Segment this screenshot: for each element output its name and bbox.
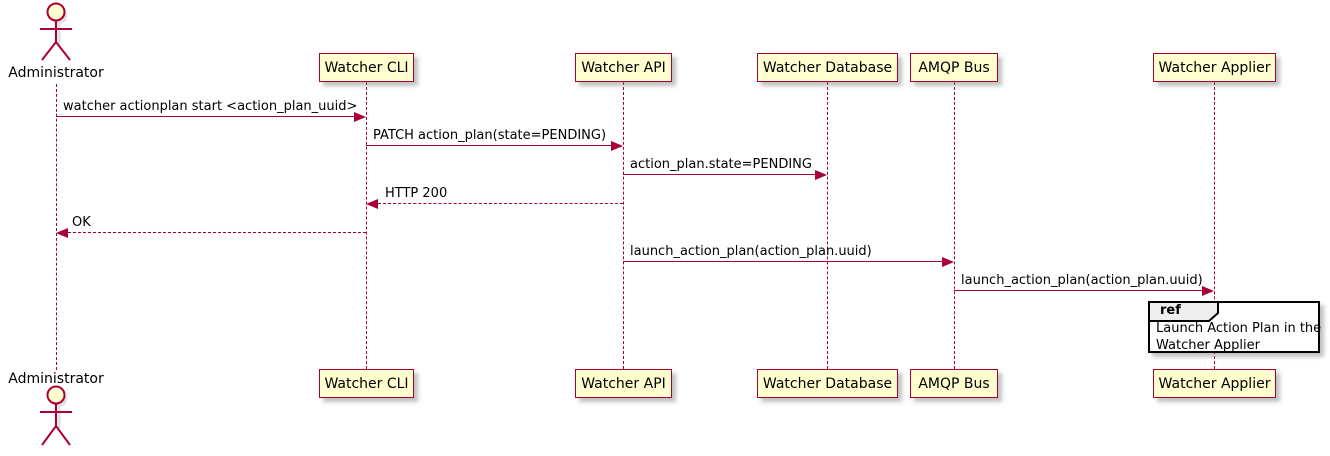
- lifeline-watcher-api: [623, 82, 624, 369]
- arrowhead-right-icon: [1202, 286, 1214, 296]
- message-label: launch_action_plan(action_plan.uuid): [630, 244, 872, 259]
- actor-icon: [40, 2, 72, 61]
- lifeline-amqp-bus: [954, 82, 955, 369]
- message-line: [378, 203, 623, 204]
- arrowhead-left-icon: [56, 228, 68, 238]
- arrowhead-right-icon: [942, 257, 954, 267]
- message-line: [954, 290, 1203, 291]
- participant-amqp-bus-bottom: AMQP Bus: [910, 369, 998, 398]
- participant-watcher-api-bottom: Watcher API: [575, 369, 672, 398]
- ref-text-line2: Watcher Applier: [1156, 338, 1260, 353]
- message-label: watcher actionplan start <action_plan_uu…: [63, 99, 358, 114]
- participant-watcher-applier-top: Watcher Applier: [1153, 53, 1276, 82]
- participant-watcher-cli-top: Watcher CLI: [319, 53, 414, 82]
- participant-watcher-cli-bottom: Watcher CLI: [319, 369, 414, 398]
- lifeline-watcher-applier: [1214, 82, 1215, 369]
- message-line: [68, 232, 366, 233]
- ref-keyword: ref: [1160, 303, 1181, 318]
- actor-label-top: Administrator: [8, 65, 104, 81]
- message-label: action_plan.state=PENDING: [630, 157, 812, 172]
- arrowhead-right-icon: [815, 170, 827, 180]
- arrowhead-right-icon: [354, 112, 366, 122]
- message-label: PATCH action_plan(state=PENDING): [373, 128, 607, 143]
- actor-icon-bottom: [40, 385, 72, 446]
- participant-amqp-bus-top: AMQP Bus: [910, 53, 998, 82]
- lifeline-watcher-database: [827, 82, 828, 369]
- participant-watcher-applier-bottom: Watcher Applier: [1153, 369, 1276, 398]
- message-line: [623, 174, 816, 175]
- ref-text-line1: Launch Action Plan in the: [1156, 321, 1322, 336]
- participant-watcher-database-bottom: Watcher Database: [757, 369, 898, 398]
- arrowhead-right-icon: [611, 141, 623, 151]
- message-label: launch_action_plan(action_plan.uuid): [961, 273, 1203, 288]
- arrowhead-left-icon: [366, 199, 378, 209]
- message-line: [366, 145, 612, 146]
- message-label: HTTP 200: [385, 186, 448, 201]
- participant-watcher-database-top: Watcher Database: [757, 53, 898, 82]
- actor-label-bottom: Administrator: [8, 371, 104, 387]
- ref-tab-icon: [1148, 301, 1219, 322]
- ref-text: Launch Action Plan in the Watcher Applie…: [1156, 320, 1321, 354]
- lifeline-administrator: [56, 84, 57, 370]
- participant-watcher-api-top: Watcher API: [575, 53, 672, 82]
- message-line: [56, 116, 355, 117]
- lifeline-watcher-cli: [366, 82, 367, 369]
- message-label: OK: [72, 215, 91, 230]
- ref-fragment: ref Launch Action Plan in the Watcher Ap…: [1148, 301, 1321, 354]
- message-line: [623, 261, 943, 262]
